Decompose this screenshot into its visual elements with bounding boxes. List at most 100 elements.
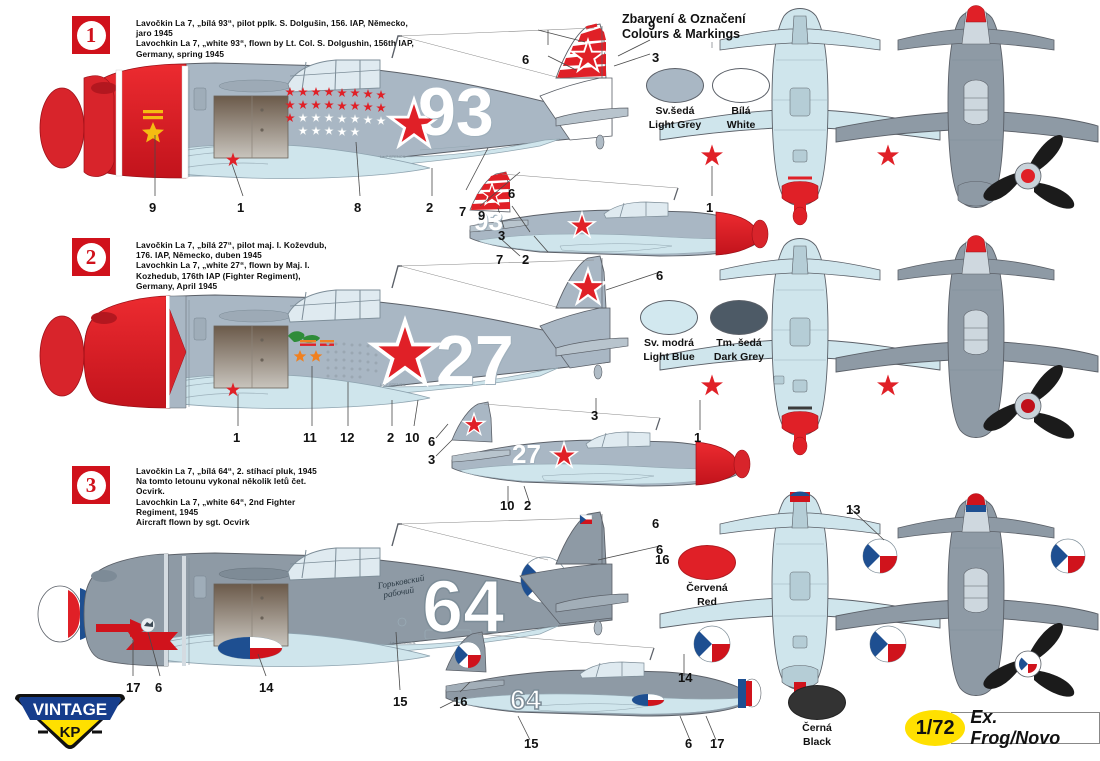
- swatch-black-chip: [788, 685, 846, 720]
- czech-roundel-wing: [217, 636, 283, 660]
- variant-2-caption: Lavočkin La 7, „bílá 27“, pilot maj. I. …: [136, 240, 348, 291]
- variant-1-caption-cz-line2: jaro 1945: [136, 28, 173, 39]
- variant-3-caption-en-line2: Regiment, 1945: [136, 506, 199, 517]
- aircraft-number-27-small: 27: [512, 439, 541, 469]
- swatch-white: Bílá White: [712, 68, 770, 131]
- origin-value: Ex. Frog/Novo: [970, 707, 1061, 748]
- swatch-light-grey: Sv.šedá Light Grey: [646, 68, 704, 131]
- callout-3-6-top: 6: [652, 516, 660, 531]
- profile-1-plan-upper: [835, 5, 1099, 209]
- swatch-red-chip: [678, 545, 736, 580]
- scale-badge: 1/72 Ex. Frog/Novo: [905, 707, 1100, 748]
- callout-3-14b: 14: [678, 670, 693, 685]
- czech-roundel-tail-small: [454, 641, 482, 669]
- variant-3-caption-cz-line1: Lavočkin La 7, „bílá 64“, 2. stíhací plu…: [136, 466, 317, 476]
- callout-1-9c: 9: [648, 18, 656, 33]
- swatch-light-grey-label-en: Light Grey: [648, 119, 702, 131]
- callout-3-15b: 15: [524, 736, 539, 751]
- variant-2-caption-en-line2: Kozhedub, 176th IAP (Fighter Regiment),: [136, 270, 301, 281]
- callout-1-3b: 3: [498, 228, 506, 243]
- czech-roundel-underwing: [631, 693, 665, 707]
- profile-3-plan-upper: [835, 493, 1099, 697]
- callout-1-7b: 7: [496, 252, 504, 267]
- callout-3-16: 16: [453, 694, 468, 709]
- variant-1-badge: 1: [72, 16, 110, 54]
- variant-2-caption-cz-line2: 176. IAP, Německo, duben 1945: [136, 250, 262, 261]
- variant-3-caption-cz-line2: Na tomto letounu vykonal několik letů če…: [136, 476, 307, 487]
- callout-3-13: 13: [846, 502, 861, 517]
- variant-1-caption-en-line1: Lavochkin La 7, „white 93“, flown by Lt.…: [136, 38, 414, 49]
- callout-2-2: 2: [387, 430, 395, 445]
- swatch-light-blue: Sv. modrá Light Blue: [640, 300, 698, 363]
- callout-3-17: 17: [126, 680, 141, 695]
- profile-2-rear-small: [451, 401, 751, 487]
- profile-3-top-view: [659, 491, 941, 708]
- callout-3-6: 6: [155, 680, 163, 695]
- swatch-light-grey-label-cz: Sv.šedá: [655, 105, 695, 117]
- callout-leader-lines: [132, 29, 885, 741]
- czech-roundel-left-underwing: [693, 625, 731, 663]
- profile-1-top-view: [659, 8, 941, 226]
- swatch-black: Černá Black: [788, 685, 846, 748]
- swatch-dark-grey-label-cz: Tm. šedá: [716, 337, 762, 349]
- scale-oval: 1/72: [905, 710, 966, 746]
- swatch-white-label-cz: Bílá: [731, 105, 751, 117]
- variant-3-index: 3: [85, 472, 97, 497]
- swatch-red-label-cz: Červená: [686, 582, 728, 594]
- callout-2-10: 10: [405, 430, 420, 445]
- legend-header: Zbarvení & Označení Colours & Markings: [622, 12, 746, 41]
- swatch-light-grey-chip: [646, 68, 704, 103]
- callout-1-8: 8: [354, 200, 362, 215]
- profile-1-side-view: La-7 STENCIL: [39, 23, 629, 179]
- vintage-kp-logo: VINTAGE KP: [15, 694, 125, 749]
- variant-2-badge: 2: [72, 238, 110, 276]
- profile-3-side-view: Горьковский рабочий La-7 STENCIL: [37, 511, 629, 667]
- swatch-red: Červená Red: [678, 545, 736, 608]
- aircraft-number-64: 64: [421, 565, 505, 648]
- callout-2-10b: 10: [500, 498, 515, 513]
- variant-3-caption-cz-line3: Ocvirk.: [136, 486, 165, 497]
- profile-2-plan-upper: [835, 235, 1099, 439]
- kp-wordmark: KP: [60, 724, 81, 741]
- legend-header-en: Colours & Markings: [622, 26, 741, 41]
- czech-roundel-right-upperwing: [1050, 538, 1086, 574]
- czech-roundel-left-upperwing: [862, 538, 898, 574]
- nose-arrow-marking: [96, 617, 178, 650]
- svg-text:La-7 STENCIL: La-7 STENCIL: [390, 640, 417, 645]
- callout-2-6b: 6: [428, 434, 436, 449]
- variant-3-badge: 3: [72, 466, 110, 504]
- callout-3-14: 14: [259, 680, 274, 695]
- callout-1-9a: 9: [149, 200, 157, 215]
- callout-1-9b: 9: [478, 208, 486, 223]
- variant-3-caption-en-line3: Aircraft flown by sgt. Ocvirk: [136, 517, 250, 528]
- swatch-white-label-en: White: [726, 119, 756, 131]
- variant-2-caption-en-line1: Lavochkin La 7, „white 27“, flown by Maj…: [136, 260, 310, 271]
- swatch-dark-grey-label-en: Dark Grey: [713, 351, 765, 363]
- variant-1-index: 1: [85, 22, 97, 47]
- aircraft-number-93-small: 93: [474, 206, 503, 236]
- swatch-white-chip: [712, 68, 770, 103]
- profile-1-rear-small: [469, 171, 769, 257]
- scale-value: 1/72: [915, 716, 955, 739]
- vintage-wordmark: VINTAGE: [33, 700, 107, 719]
- swatch-light-blue-label-cz: Sv. modrá: [644, 337, 694, 349]
- svg-text:La-7 STENCIL: La-7 STENCIL: [380, 382, 407, 387]
- callout-3-6c: 6: [685, 736, 693, 751]
- variant-1-caption: Lavočkin La 7, „bílá 93“, pilot pplk. S.…: [136, 18, 466, 59]
- profile-2-side-view: La-7 STENCIL: [39, 255, 629, 409]
- callout-1-1: 1: [237, 200, 245, 215]
- origin-box: Ex. Frog/Novo: [951, 707, 1100, 748]
- callout-1-2b: 2: [522, 252, 530, 267]
- callout-1-6: 6: [522, 52, 530, 67]
- callout-2-2b: 2: [524, 498, 532, 513]
- swatch-red-label-en: Red: [697, 596, 717, 608]
- callout-2-1b: 1: [694, 430, 702, 445]
- swatch-light-blue-label-en: Light Blue: [643, 351, 695, 363]
- callout-3-16b: 16: [655, 552, 670, 567]
- callout-3-15: 15: [393, 694, 408, 709]
- swatch-black-label-en: Black: [802, 736, 832, 748]
- callout-1-1b: 1: [706, 200, 714, 215]
- variant-1-caption-en-line2: Germany, spring 1945: [136, 48, 225, 59]
- callout-2-3: 3: [591, 408, 599, 423]
